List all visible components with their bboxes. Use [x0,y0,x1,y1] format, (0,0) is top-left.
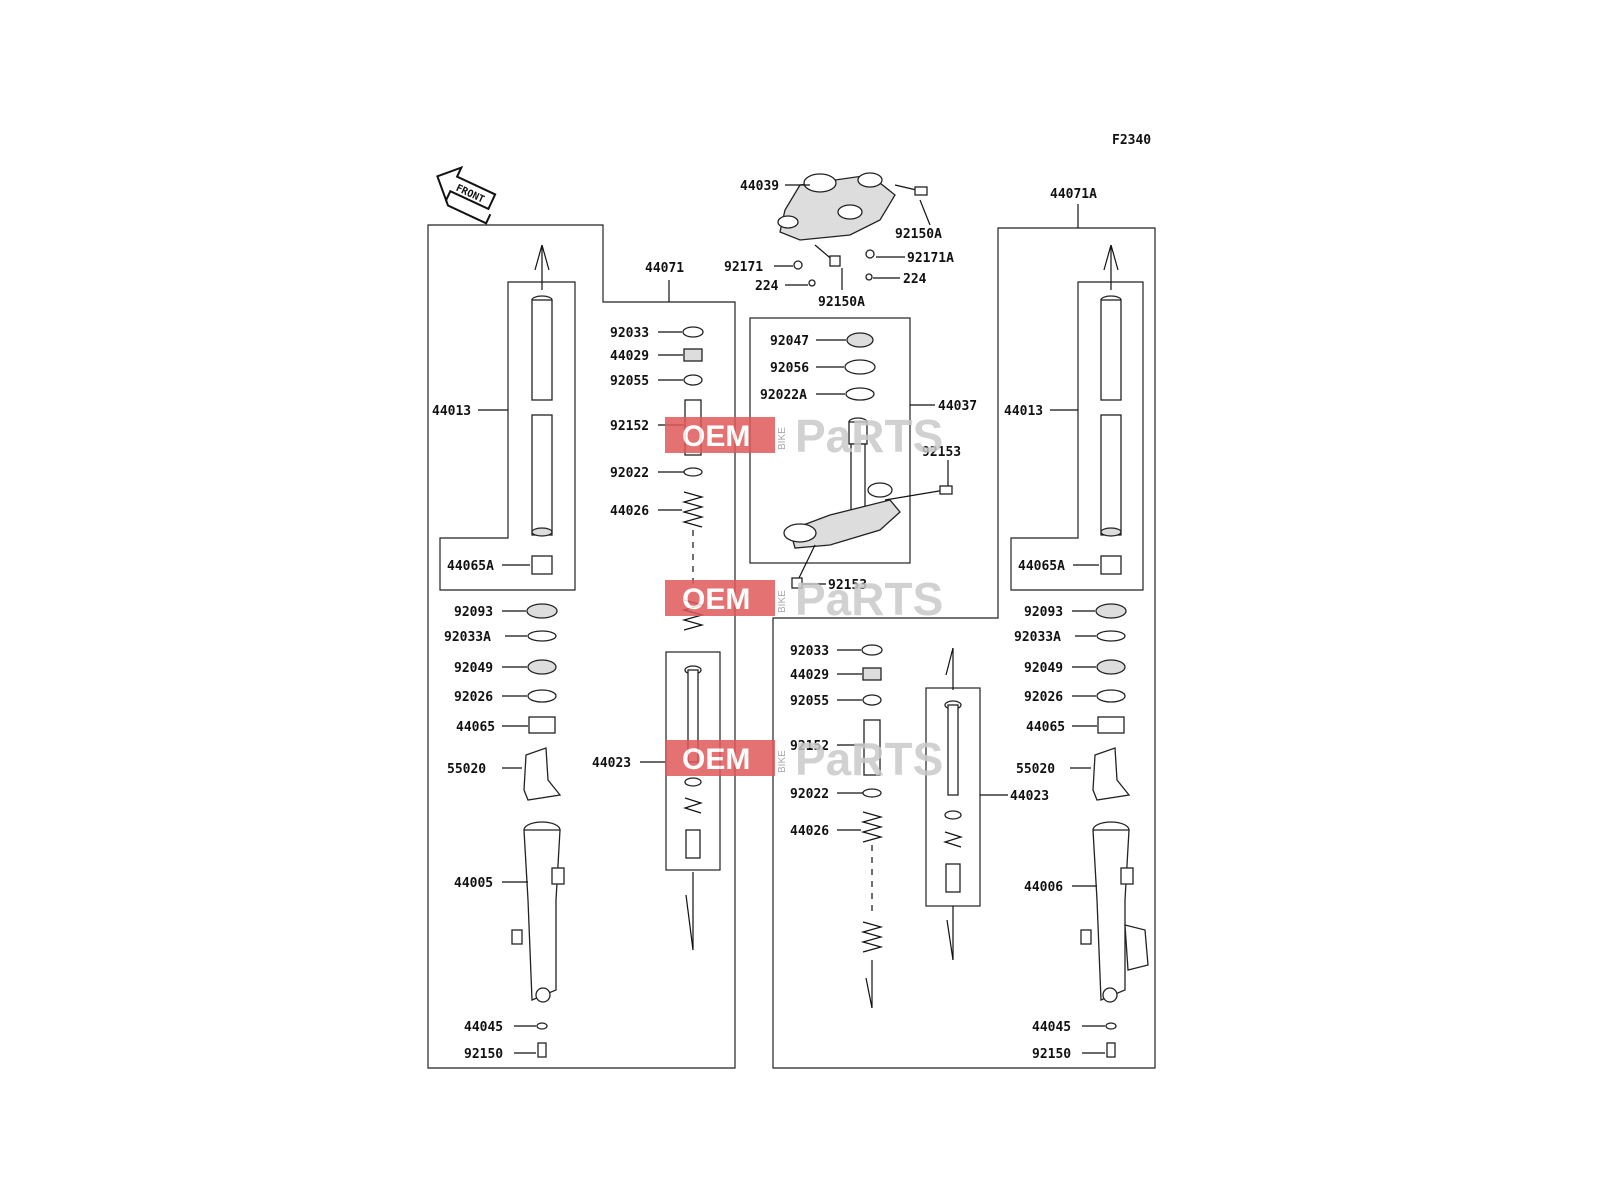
label-55020-left: 55020 [447,762,486,777]
label-44045-right: 44045 [1032,1020,1071,1035]
label-44037: 44037 [938,399,977,414]
right-outer-tube [1080,821,1149,1003]
label-92153-upper: 92153 [922,445,961,460]
label-92093-left: 92093 [454,605,493,620]
label-92093-right: 92093 [1024,605,1063,620]
watermark-oem: OEM [682,420,750,453]
watermark-oem: OEM [682,743,750,776]
label-44065a-right: 44065A [1018,559,1065,574]
label-92171a: 92171A [907,251,954,266]
label-44005: 44005 [454,876,493,891]
right-damper-rod [942,647,964,961]
label-92055-left: 92055 [610,374,649,389]
label-92055-right: 92055 [790,694,829,709]
label-44065-left: 44065 [456,720,495,735]
watermark-parts: PaRTS [795,410,943,462]
label-55020-right: 55020 [1016,762,1055,777]
label-92033a-left: 92033A [444,630,491,645]
upper-bracket-assembly [777,172,928,287]
label-44026-left: 44026 [610,504,649,519]
watermark-oem: OEM [682,583,750,616]
label-92033-right: 92033 [790,644,829,659]
label-44065-right: 44065 [1026,720,1065,735]
label-44071a: 44071A [1050,187,1097,202]
label-92022a: 92022A [760,388,807,403]
label-92026-right: 92026 [1024,690,1063,705]
label-44013-right: 44013 [1004,404,1043,419]
label-44026-right: 44026 [790,824,829,839]
label-92022-left: 92022 [610,466,649,481]
label-44006: 44006 [1024,880,1063,895]
watermark-parts: PaRTS [795,733,943,785]
label-92022-right: 92022 [790,787,829,802]
steering-stem [783,417,901,549]
label-92150-right: 92150 [1032,1047,1071,1062]
label-44071: 44071 [645,261,684,276]
watermark: OEM BIKE PaRTS [665,573,943,625]
right-inner-tube [1100,244,1122,537]
left-dust-seal [523,747,562,801]
label-92152-left: 92152 [610,419,649,434]
watermark-bike: BIKE [777,750,788,773]
label-92047: 92047 [770,334,809,349]
right-spacer [863,719,881,776]
label-224-left: 224 [755,279,779,294]
left-inner-tube [531,244,553,537]
label-44065a-left: 44065A [447,559,494,574]
front-arrow-icon: FRONT [436,165,497,225]
left-tube-box [439,281,576,591]
watermark: OEM BIKE PaRTS [665,410,943,462]
label-92049-left: 92049 [454,661,493,676]
label-44045-left: 44045 [464,1020,503,1035]
label-44029-right: 44029 [790,668,829,683]
label-92150-left: 92150 [464,1047,503,1062]
left-fork-box [427,224,736,1069]
label-92150a-upper: 92150A [895,227,942,242]
label-92033-left: 92033 [610,326,649,341]
label-44013-left: 44013 [432,404,471,419]
label-92150a-lower: 92150A [818,295,865,310]
label-92153-lower: 92153 [828,578,867,593]
label-92026-left: 92026 [454,690,493,705]
label-44023-right: 44023 [1010,789,1049,804]
right-fork-spring [860,811,884,1009]
watermark-bike: BIKE [777,590,788,613]
label-92056: 92056 [770,361,809,376]
label-44039: 44039 [740,179,779,194]
label-224-right: 224 [903,272,927,287]
label-44023-left: 44023 [592,756,631,771]
watermark: OEM BIKE PaRTS [665,733,943,785]
label-92171: 92171 [724,260,763,275]
label-92049-right: 92049 [1024,661,1063,676]
right-tube-box [1010,281,1144,591]
right-fork-box [772,227,1156,1069]
watermark-bike: BIKE [777,427,788,450]
diagram-code: F2340 [1112,133,1151,148]
label-44029-left: 44029 [610,349,649,364]
left-damper-rod [682,665,704,951]
left-outer-tube [511,821,565,1003]
watermark-parts: PaRTS [795,573,943,625]
right-dust-seal [1092,747,1131,801]
label-92033a-right: 92033A [1014,630,1061,645]
label-92152-right: 92152 [790,739,829,754]
